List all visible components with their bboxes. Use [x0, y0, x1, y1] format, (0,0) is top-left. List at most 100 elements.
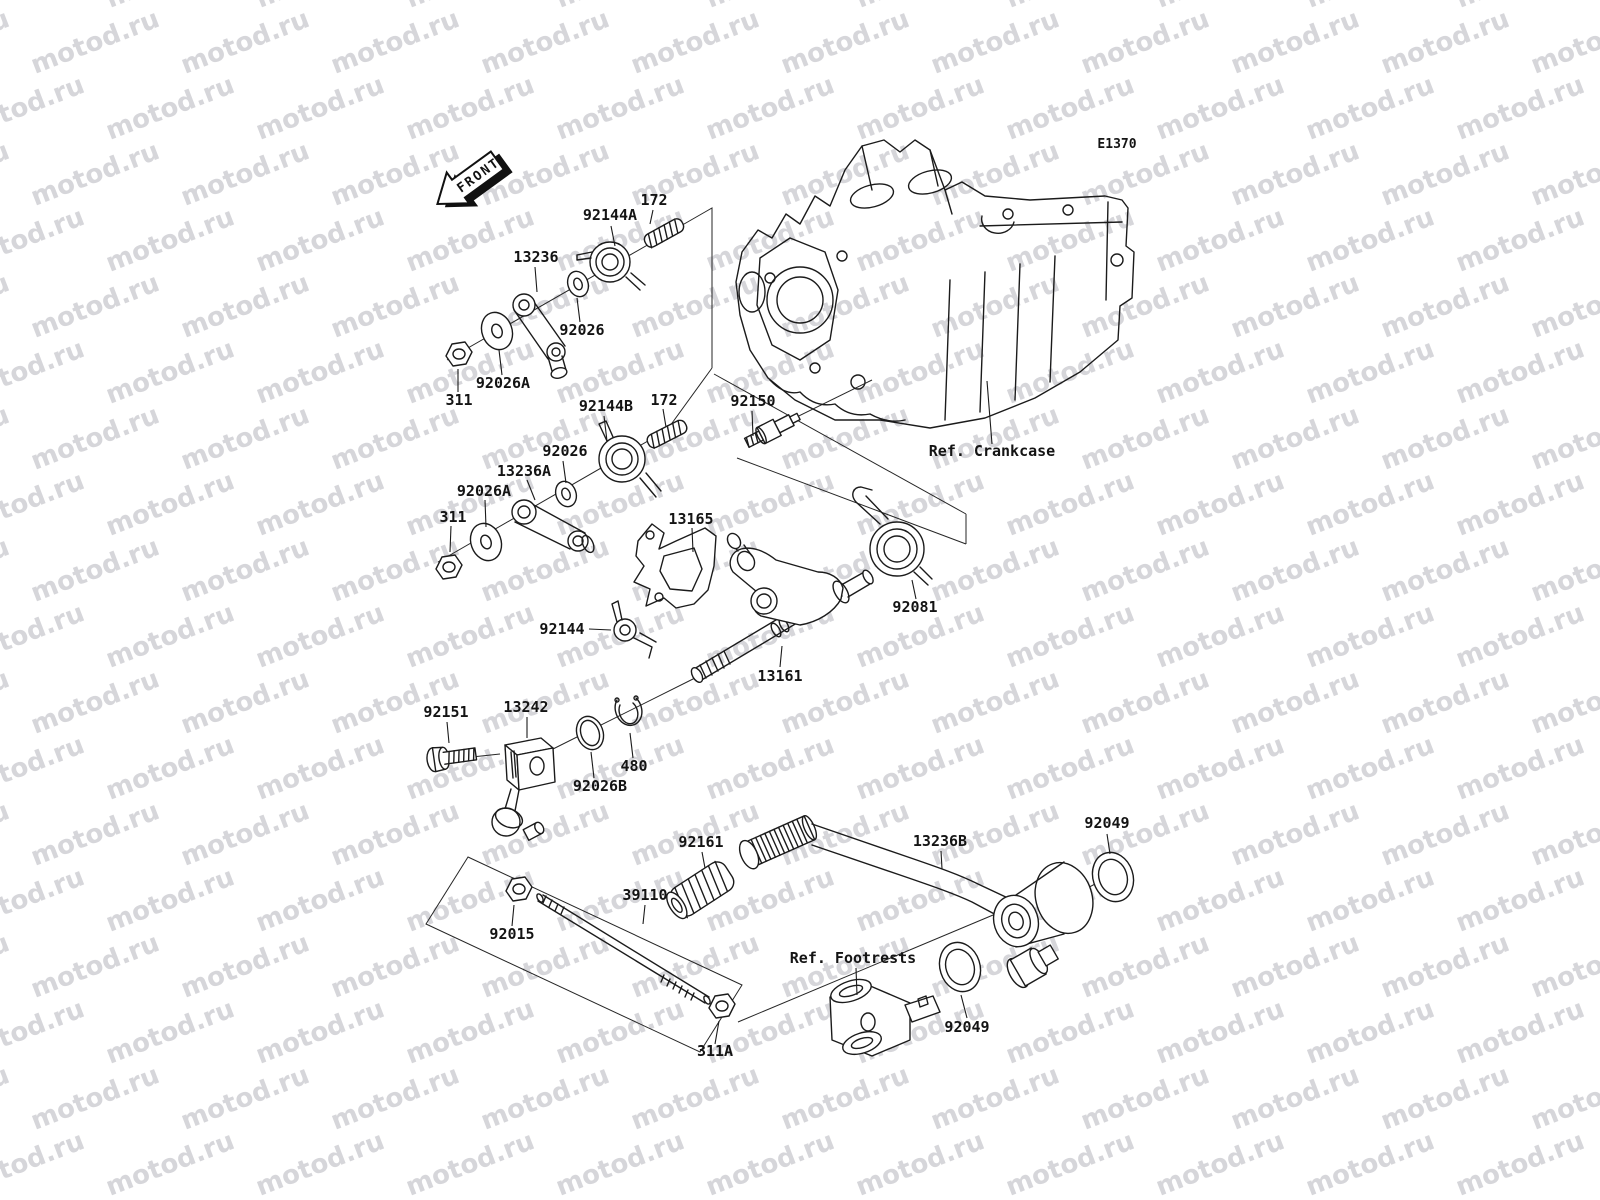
watermark-text: motod.ru	[252, 598, 389, 674]
watermark-text: motod.ru	[1452, 1126, 1589, 1200]
watermark-text: motod.ru	[1227, 1060, 1364, 1136]
leader-line-92026	[576, 297, 581, 323]
watermark-text: motod.ru	[177, 664, 314, 740]
watermark-text: motod.ru	[27, 268, 164, 344]
watermark-text: motod.ru	[27, 664, 164, 740]
nut-311-upper	[445, 341, 473, 367]
watermark-text: motod.ru	[1152, 730, 1289, 806]
watermark-text: motod.ru	[252, 862, 389, 938]
watermark-text: motod.ru	[1302, 334, 1439, 410]
watermark-text: motod.ru	[1452, 0, 1589, 15]
stud-172-upper	[643, 218, 685, 249]
leader-line-92144A	[610, 225, 616, 247]
watermark-text: motod.ru	[1302, 730, 1439, 806]
part-label-39110: 39110	[622, 886, 667, 904]
watermark-text: motod.ru	[1077, 664, 1214, 740]
watermark-text: motod.ru	[1077, 1060, 1214, 1136]
watermark-text: motod.ru	[552, 1126, 689, 1200]
torsion-spring-92144a	[576, 241, 646, 291]
watermark-text: motod.ru	[1302, 598, 1439, 674]
part-label-480: 480	[620, 757, 647, 775]
watermark-text: motod.ru	[1452, 334, 1589, 410]
leader-line-92015	[511, 904, 515, 927]
watermark-text: motod.ru	[0, 862, 89, 938]
watermark-text: motod.ru	[102, 0, 239, 15]
watermark-text: motod.ru	[0, 994, 89, 1070]
return-spring-92081	[852, 486, 933, 586]
watermark-text: motod.ru	[177, 796, 314, 872]
watermark-text: motod.ru	[1002, 466, 1139, 542]
watermark-text: motod.ru	[477, 1192, 614, 1200]
watermark-text: motod.ru	[102, 1126, 239, 1200]
watermark-text: motod.ru	[852, 466, 989, 542]
part-label-92144A: 92144A	[583, 206, 637, 224]
watermark-text: motod.ru	[1527, 4, 1600, 80]
watermark-text: motod.ru	[177, 136, 314, 212]
watermark-text: motod.ru	[327, 1060, 464, 1136]
watermark-text: motod.ru	[852, 70, 989, 146]
leader-lines	[446, 209, 1111, 1045]
watermark-text: motod.ru	[1152, 994, 1289, 1070]
watermark-text: motod.ru	[777, 1192, 914, 1200]
watermark-text: motod.ru	[1452, 70, 1589, 146]
watermark-text: motod.ru	[177, 532, 314, 608]
watermark-text: motod.ru	[1452, 730, 1589, 806]
watermark-text: motod.ru	[777, 1060, 914, 1136]
watermark-text: motod.ru	[1152, 0, 1289, 15]
watermark-text: motod.ru	[27, 1060, 164, 1136]
watermark-text: motod.ru	[0, 4, 14, 80]
watermark-text: motod.ru	[252, 202, 389, 278]
watermark-text: motod.ru	[0, 334, 89, 410]
watermark-text: motod.ru	[1527, 928, 1600, 1004]
watermark-text: motod.ru	[1227, 532, 1364, 608]
watermark-text: motod.ru	[477, 4, 614, 80]
watermark-text: motod.ru	[0, 136, 14, 212]
watermark-text: motod.ru	[1452, 466, 1589, 542]
watermark-text: motod.ru	[27, 532, 164, 608]
watermark-text: motod.ru	[1002, 70, 1139, 146]
watermark-text: motod.ru	[327, 796, 464, 872]
watermark-text: motod.ru	[0, 928, 14, 1004]
watermark-text: motod.ru	[252, 466, 389, 542]
washer-92026-lower	[554, 480, 578, 508]
watermark-text: motod.ru	[0, 466, 89, 542]
watermark-text: motod.ru	[927, 1060, 1064, 1136]
watermark-text: motod.ru	[702, 730, 839, 806]
part-label-92049: 92049	[1084, 814, 1129, 832]
watermark-text: motod.ru	[1227, 928, 1364, 1004]
leader-line-92081	[911, 579, 917, 600]
watermark-text: motod.ru	[1227, 1192, 1364, 1200]
watermark-text: motod.ru	[1227, 796, 1364, 872]
watermark-text: motod.ru	[1002, 1126, 1139, 1200]
watermark-text: motod.ru	[777, 4, 914, 80]
watermark-text: motod.ru	[1227, 664, 1364, 740]
watermark-text: motod.ru	[177, 4, 314, 80]
watermark-text: motod.ru	[252, 70, 389, 146]
watermark-text: motod.ru	[0, 730, 89, 806]
watermark-text: motod.ru	[27, 928, 164, 1004]
watermark-text: motod.ru	[1152, 1126, 1289, 1200]
watermark-text: motod.ru	[1302, 202, 1439, 278]
watermark-text: motod.ru	[1002, 334, 1139, 410]
spring-92144	[611, 600, 657, 659]
part-label-92026: 92026	[542, 442, 587, 460]
watermark-text: motod.ru	[1377, 928, 1514, 1004]
watermark-text: motod.ru	[1527, 268, 1600, 344]
torsion-spring-92144b	[598, 420, 662, 498]
leader-line-13236A	[526, 479, 536, 501]
leader-line-92151	[446, 721, 450, 744]
watermark-text: motod.ru	[702, 0, 839, 15]
watermark-text: motod.ru	[1377, 268, 1514, 344]
crankcase-drawing	[735, 139, 1135, 429]
seal-92049-upper	[1091, 851, 1135, 903]
watermark-text: motod.ru	[1527, 136, 1600, 212]
part-label-13242: 13242	[503, 698, 548, 716]
part-label-92026A: 92026A	[457, 482, 511, 500]
watermark-text: motod.ru	[1377, 796, 1514, 872]
leader-line-311A	[714, 1020, 720, 1045]
watermark-text: motod.ru	[627, 1060, 764, 1136]
watermark-text: motod.ru	[1302, 466, 1439, 542]
watermark-text: motod.ru	[1077, 928, 1214, 1004]
watermark-text: motod.ru	[1377, 664, 1514, 740]
